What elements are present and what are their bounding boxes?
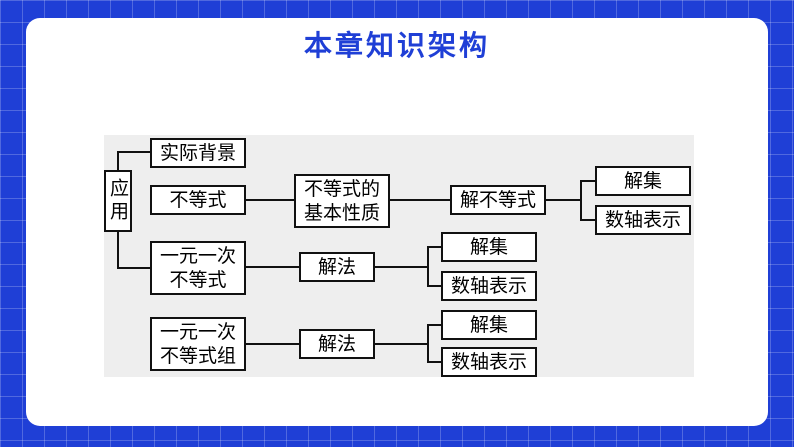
solve-inequality-label: 解不等式 xyxy=(459,189,536,211)
method-label: 解法 xyxy=(317,256,356,278)
connector-line xyxy=(246,266,299,268)
linear-inequality-label-line1: 一元一次 xyxy=(159,245,236,267)
connector-line xyxy=(427,246,429,286)
method-box: 解法 xyxy=(299,252,375,282)
method-label: 解法 xyxy=(317,333,356,355)
linear-inequality-label-line2: 不等式 xyxy=(169,269,227,291)
number-line-box: 数轴表示 xyxy=(441,347,537,377)
connector-line xyxy=(580,180,582,220)
number-line-box: 数轴表示 xyxy=(441,271,537,301)
apply-box: 应用 xyxy=(104,170,132,232)
solution-set-box: 解集 xyxy=(595,166,691,196)
connector-line xyxy=(427,324,441,326)
solution-set-label: 解集 xyxy=(623,170,662,192)
page-title: 本章知识架构 xyxy=(303,29,490,62)
connector-line xyxy=(246,343,299,345)
connector-line xyxy=(117,267,151,269)
connector-line xyxy=(246,199,294,201)
solution-set-box: 解集 xyxy=(441,232,537,262)
solution-set-box: 解集 xyxy=(441,310,537,340)
connector-line xyxy=(427,285,441,287)
number-line-box: 数轴表示 xyxy=(595,205,691,235)
background-box: 实际背景 xyxy=(150,138,246,168)
connector-line xyxy=(545,199,581,201)
connector-line xyxy=(390,199,450,201)
linear-system-label-line1: 一元一次 xyxy=(159,321,236,343)
method-box: 解法 xyxy=(299,329,375,359)
connector-line xyxy=(427,324,429,362)
properties-label-line1: 不等式的 xyxy=(303,178,380,200)
properties-label-line2: 基本性质 xyxy=(303,202,380,224)
connector-line xyxy=(427,361,441,363)
connector-line xyxy=(375,266,427,268)
connector-line xyxy=(580,219,595,221)
linear-system-label-line2: 不等式组 xyxy=(159,345,236,367)
solution-set-label: 解集 xyxy=(469,314,508,336)
properties-box: 不等式的 基本性质 xyxy=(294,174,390,228)
connector-line xyxy=(427,246,441,248)
linear-system-box: 一元一次 不等式组 xyxy=(150,317,246,371)
connector-line xyxy=(117,151,151,153)
solve-inequality-box: 解不等式 xyxy=(450,185,546,215)
linear-inequality-box: 一元一次 不等式 xyxy=(150,241,246,295)
connector-line xyxy=(580,180,595,182)
connector-line xyxy=(375,343,427,345)
number-line-label: 数轴表示 xyxy=(604,209,681,231)
inequality-box: 不等式 xyxy=(150,185,246,215)
apply-label: 应用 xyxy=(107,178,129,224)
inequality-label: 不等式 xyxy=(169,189,227,211)
background-label: 实际背景 xyxy=(159,142,236,164)
number-line-label: 数轴表示 xyxy=(450,275,527,297)
number-line-label: 数轴表示 xyxy=(450,351,527,373)
solution-set-label: 解集 xyxy=(469,236,508,258)
